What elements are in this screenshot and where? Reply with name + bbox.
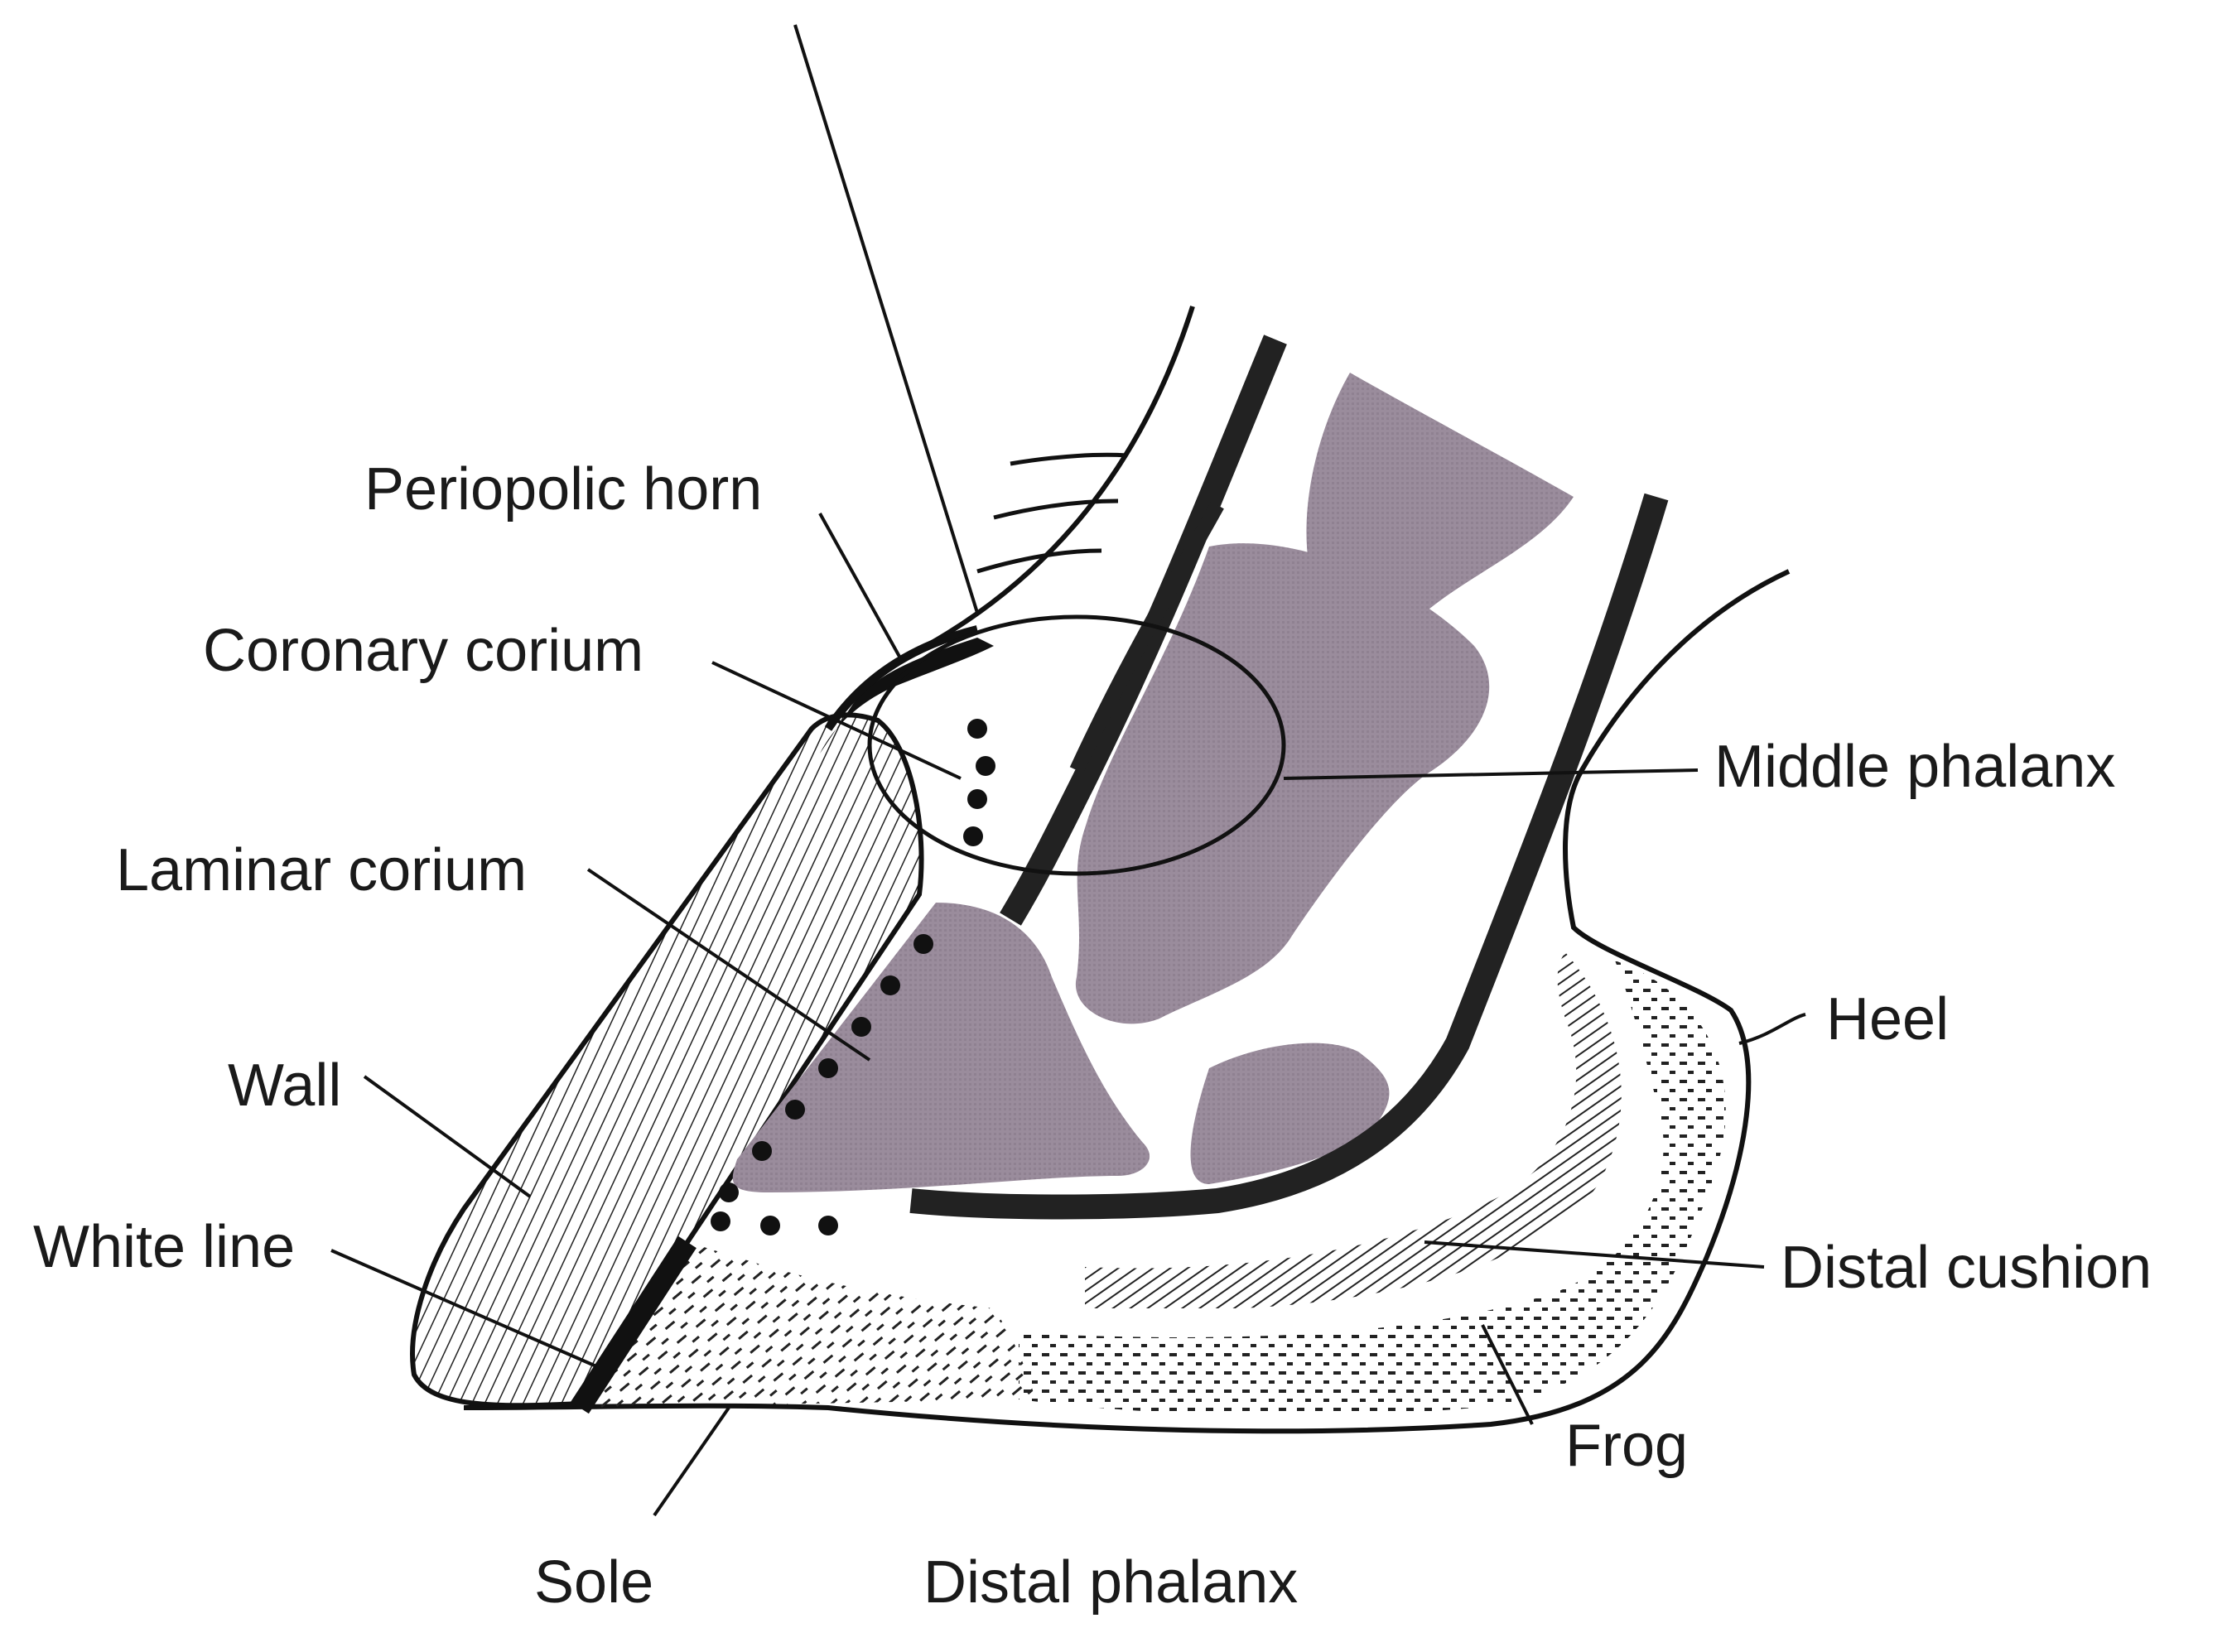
coronary-corium-dots: [963, 719, 995, 846]
label-coronary-corium: Coronary corium: [203, 618, 644, 684]
periopolic-horn-leader: [820, 513, 903, 662]
label-distal-cushion: Distal cushion: [1781, 1235, 2152, 1301]
label-distal-phalanx: Distal phalanx: [923, 1549, 1298, 1616]
pastern-skin-line: [911, 306, 1193, 654]
hair-line-1: [1010, 455, 1126, 464]
proximal-phalanx-bone: [1306, 373, 1574, 617]
label-sole: Sole: [534, 1549, 653, 1616]
wall-leader: [364, 1076, 530, 1197]
label-periopolic-horn: Periopolic horn: [364, 456, 762, 523]
frog-region: [1019, 961, 1726, 1416]
label-heel: Heel: [1826, 986, 1949, 1052]
pastern-front-outline: [795, 25, 977, 613]
heel-leader: [1739, 1014, 1805, 1043]
label-frog: Frog: [1565, 1413, 1688, 1479]
label-white-line: White line: [33, 1214, 295, 1280]
label-wall: Wall: [228, 1052, 341, 1119]
middle-phalanx-bone: [1076, 543, 1489, 1023]
label-laminar-corium: Laminar corium: [116, 837, 527, 903]
sole-leader: [654, 1408, 729, 1515]
label-middle-phalanx: Middle phalanx: [1714, 734, 2115, 800]
hair-line-2: [994, 501, 1118, 518]
